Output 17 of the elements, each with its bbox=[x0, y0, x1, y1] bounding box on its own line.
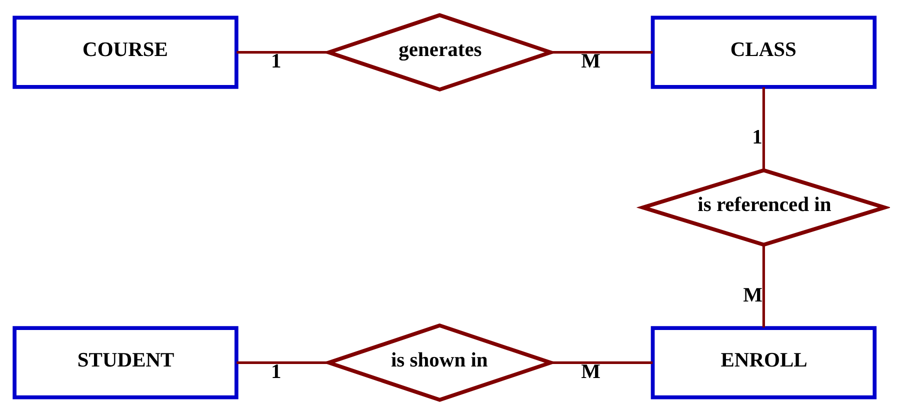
connector bbox=[236, 51, 328, 54]
connector bbox=[762, 245, 764, 328]
node-box: ENROLL bbox=[650, 326, 876, 400]
edge-label: M bbox=[580, 360, 600, 383]
connector bbox=[550, 51, 652, 54]
node-box: STUDENT bbox=[12, 326, 238, 400]
node-diamond: is referenced in bbox=[636, 168, 890, 247]
node-box: CLASS bbox=[650, 16, 876, 89]
connector bbox=[236, 361, 328, 364]
edge-label: M bbox=[742, 284, 762, 306]
edge-label: 1 bbox=[270, 50, 281, 72]
edge-label: 1 bbox=[270, 360, 281, 383]
edge-label: 1 bbox=[752, 126, 762, 149]
connector bbox=[550, 361, 652, 364]
connector bbox=[762, 87, 764, 170]
node-box: COURSE bbox=[12, 16, 238, 89]
edge-label: M bbox=[580, 50, 600, 72]
